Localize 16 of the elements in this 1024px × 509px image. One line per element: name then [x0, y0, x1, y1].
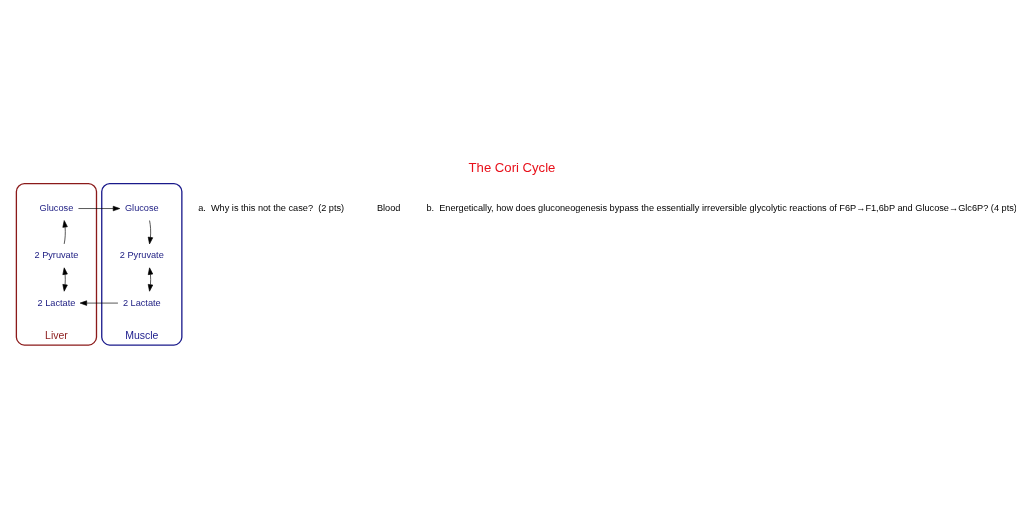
node-text: Glucose	[39, 202, 74, 213]
label: b. Energetically, how does gluconeogenesis bypass the essentially irreversible glycolytic reactions of F6P→F1,6bP and Glucose→Glc6P? (4 pts)	[426, 202, 1017, 213]
node-text: 2 Lactate	[37, 297, 76, 308]
node-text: 2 Pyruvate	[34, 250, 79, 261]
node-text: 2 Pyruvate	[119, 250, 164, 261]
arrow	[147, 220, 154, 245]
arrow	[147, 267, 154, 292]
label: a. Why is this not the case? (2 pts)	[198, 202, 345, 213]
arrow	[62, 220, 68, 245]
node-text: 2 Lactate	[122, 297, 161, 308]
arrow	[62, 267, 68, 292]
label: Blood	[376, 202, 401, 213]
arrow	[79, 300, 119, 306]
node-text: Glucose	[124, 202, 159, 213]
diagram-title: The Cori Cycle	[468, 159, 556, 175]
arrow	[78, 205, 121, 212]
